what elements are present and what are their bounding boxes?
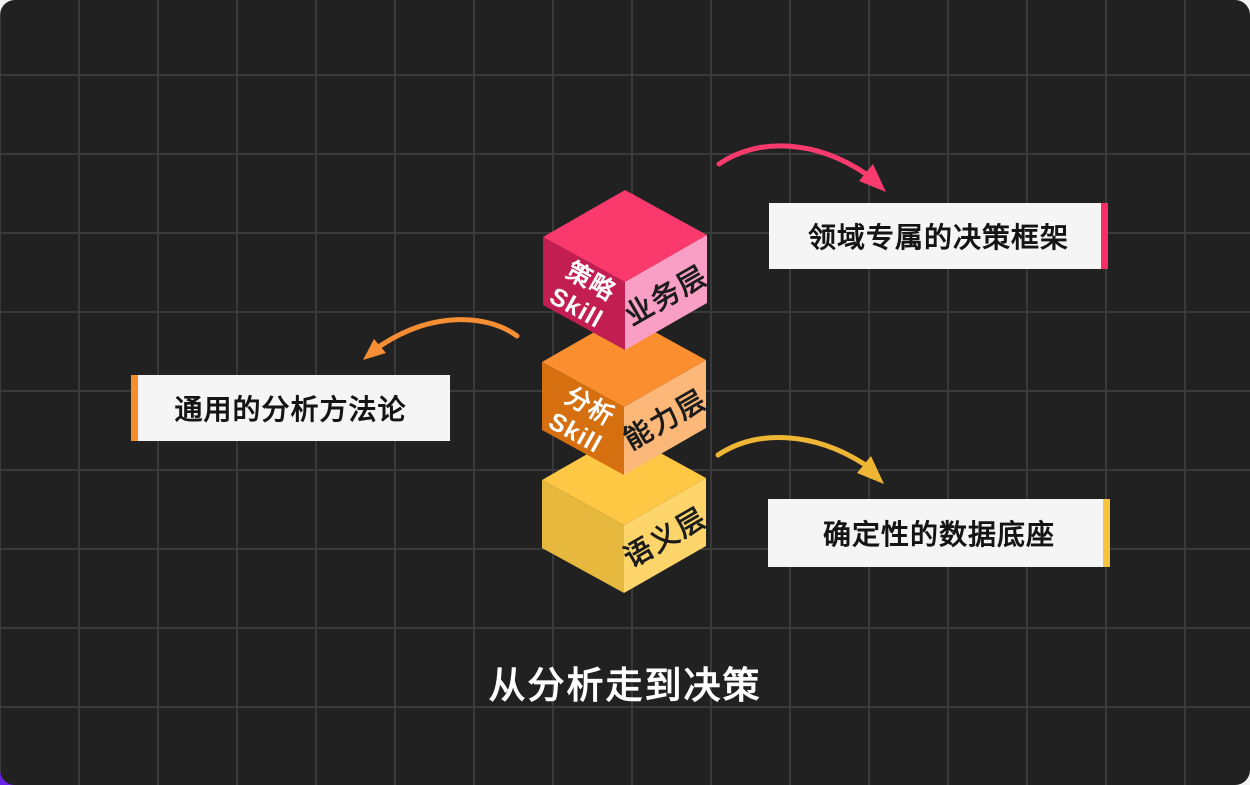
callout-data-foundation: 确定性的数据底座 — [768, 499, 1110, 567]
cube-right-face — [625, 235, 707, 350]
slide-title: 从分析走到决策 — [488, 665, 762, 706]
cube-left-face — [542, 480, 624, 593]
arrow-curve — [716, 143, 869, 177]
cube-top-face — [542, 433, 706, 525]
cube-left-face — [542, 362, 624, 475]
cube-top-face — [543, 190, 707, 282]
callout-analysis-methodology: 通用的分析方法论 — [131, 375, 450, 441]
cube-capability-layer: 分析 Skill 能力层 — [542, 315, 712, 475]
cube-right-face — [624, 360, 706, 475]
callout-accent-bar — [1103, 499, 1110, 567]
callout-label: 通用的分析方法论 — [174, 394, 407, 425]
cube-top-face — [542, 315, 706, 407]
callout-label: 确定性的数据底座 — [822, 519, 1055, 550]
callout-decision-framework: 领域专属的决策框架 — [769, 203, 1108, 269]
cube-business-layer: 策略 Skill 业务层 — [543, 190, 713, 350]
arrow-to-data-foundation — [715, 435, 884, 484]
cube-right-face — [624, 478, 706, 593]
arrow-curve — [377, 317, 520, 349]
callout-label: 领域专属的决策框架 — [807, 222, 1069, 253]
cube-left-face — [543, 237, 625, 350]
callout-accent-bar — [131, 375, 138, 441]
arrow-to-decision-framework — [716, 143, 886, 192]
arrow-to-analysis-methodology — [363, 317, 520, 360]
callout-accent-bar — [1101, 203, 1108, 269]
arrow-curve — [715, 435, 867, 467]
arrow-head-icon — [857, 456, 884, 484]
arrow-head-icon — [859, 164, 886, 192]
arrow-head-icon — [363, 339, 386, 360]
